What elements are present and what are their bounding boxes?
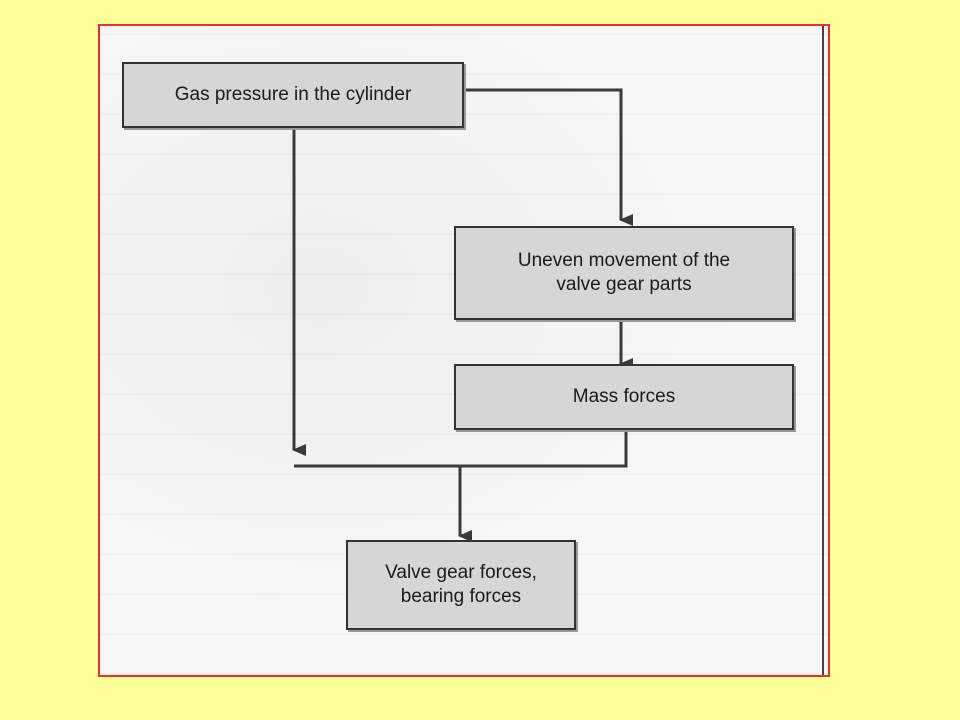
page-edge-rule	[822, 26, 824, 675]
scanned-figure-frame: Gas pressure in the cylinder Uneven move…	[98, 24, 830, 677]
node-mass-forces: Mass forces	[454, 364, 794, 430]
edge-gas-to-uneven	[462, 88, 633, 226]
node-uneven-movement-line-1: Uneven movement of the	[517, 250, 731, 271]
node-gas-pressure: Gas pressure in the cylinder	[122, 62, 464, 128]
node-valve-gear-forces: Valve gear forces, bearing forces	[346, 540, 576, 630]
node-gas-pressure-line-1: Gas pressure in the cylinder	[174, 84, 412, 105]
node-uneven-movement: Uneven movement of the valve gear parts	[454, 226, 794, 320]
edge-mass-to-junction	[294, 430, 628, 468]
node-valve-gear-forces-line-1: Valve gear forces,	[385, 562, 537, 583]
flow-connectors	[292, 88, 633, 542]
node-mass-forces-line-1: Mass forces	[572, 386, 676, 407]
scanned-page-background	[100, 26, 828, 675]
node-valve-gear-forces-line-2: bearing forces	[400, 586, 522, 607]
node-uneven-movement-line-2: valve gear parts	[556, 274, 692, 295]
